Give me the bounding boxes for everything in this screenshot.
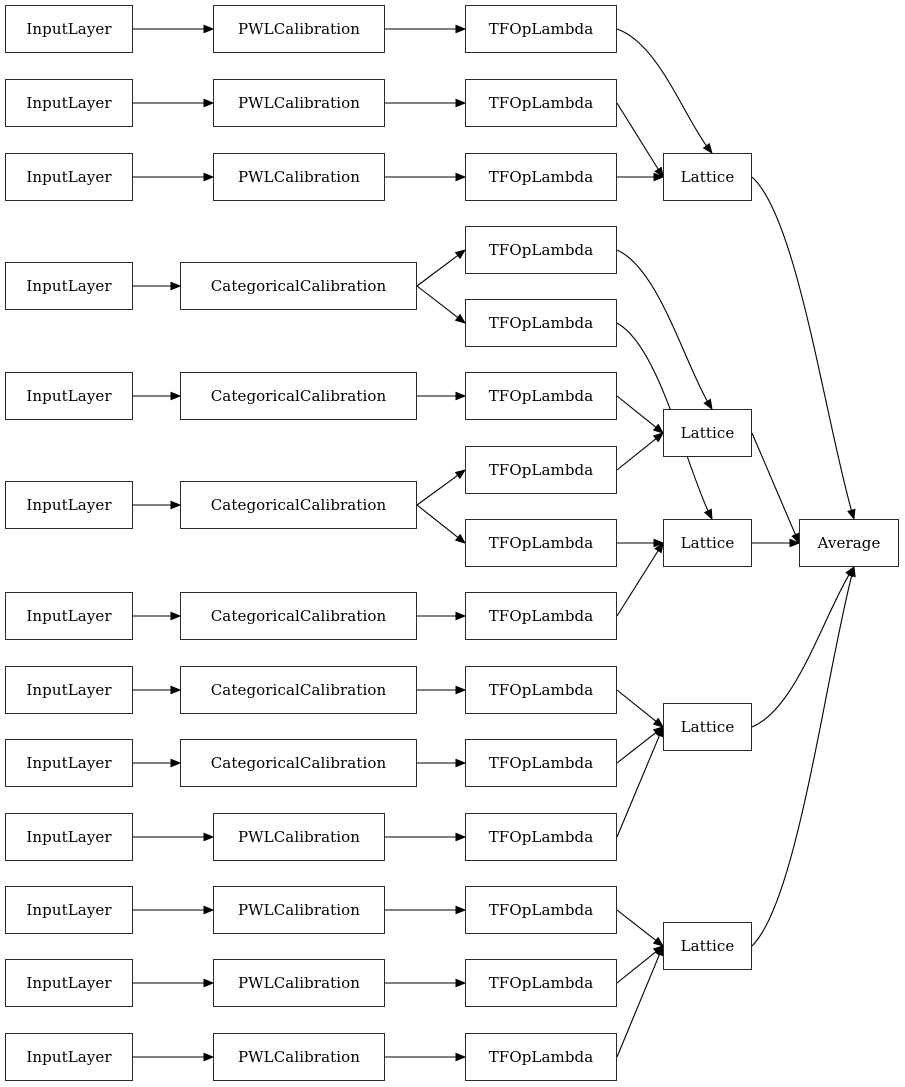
graph-node-in13[interactable]: InputLayer	[5, 1033, 133, 1081]
graph-node-cal6[interactable]: CategoricalCalibration	[180, 481, 417, 529]
graph-node-tf15[interactable]: TFOpLambda	[465, 1033, 617, 1081]
graph-edge-in5-to-cal5	[133, 391, 182, 401]
graph-node-cal7[interactable]: CategoricalCalibration	[180, 592, 417, 640]
graph-node-in10[interactable]: InputLayer	[5, 813, 133, 861]
graph-edge-cal10-to-tf12	[385, 832, 467, 842]
graph-edge-in8-to-cal8	[133, 685, 182, 695]
graph-edge-tf2-to-lat1	[616, 102, 664, 179]
graph-node-tf12[interactable]: TFOpLambda	[465, 813, 617, 861]
graph-edge-tf13-to-lat5	[616, 909, 665, 947]
graph-edge-in9-to-cal9	[133, 758, 182, 768]
graph-edge-tf6-to-lat2	[616, 395, 665, 434]
graph-node-in4[interactable]: InputLayer	[5, 262, 133, 310]
graph-node-cal4[interactable]: CategoricalCalibration	[180, 262, 417, 310]
graph-edge-tf11-to-lat4	[616, 726, 665, 764]
graph-node-in3[interactable]: InputLayer	[5, 153, 133, 201]
graph-node-tf5[interactable]: TFOpLambda	[465, 299, 617, 347]
graph-node-cal1[interactable]: PWLCalibration	[213, 5, 385, 53]
graph-node-in9[interactable]: InputLayer	[5, 739, 133, 787]
graph-node-lat3[interactable]: Lattice	[663, 519, 752, 567]
graph-node-avg[interactable]: Average	[799, 519, 899, 567]
graph-edge-cal6-to-tf7	[416, 469, 467, 506]
graph-edge-cal4-to-tf5	[416, 285, 467, 324]
graph-node-tf14[interactable]: TFOpLambda	[465, 959, 617, 1007]
graph-edge-tf8-to-lat3	[617, 538, 665, 548]
graph-edge-cal9-to-tf11	[417, 758, 467, 768]
graph-node-in8[interactable]: InputLayer	[5, 666, 133, 714]
graph-node-cal2[interactable]: PWLCalibration	[213, 79, 385, 127]
graph-node-cal5[interactable]: CategoricalCalibration	[180, 372, 417, 420]
graph-edge-lat3-to-avg	[752, 538, 801, 548]
graph-node-tf9[interactable]: TFOpLambda	[465, 592, 617, 640]
graph-edge-in2-to-cal2	[133, 98, 215, 108]
graph-node-tf11[interactable]: TFOpLambda	[465, 739, 617, 787]
graph-node-cal12[interactable]: PWLCalibration	[213, 959, 385, 1007]
graph-edge-tf7-to-lat2	[616, 432, 665, 471]
graph-node-tf2[interactable]: TFOpLambda	[465, 79, 617, 127]
graph-edge-in6-to-cal6	[133, 500, 182, 510]
graph-edge-cal12-to-tf14	[385, 978, 467, 988]
graph-node-in7[interactable]: InputLayer	[5, 592, 133, 640]
graph-edge-tf10-to-lat4	[616, 689, 665, 728]
graph-node-tf8[interactable]: TFOpLambda	[465, 519, 617, 567]
graph-edge-tf9-to-lat3	[616, 541, 664, 617]
graph-node-in12[interactable]: InputLayer	[5, 959, 133, 1007]
graph-edge-lat1-to-avg	[751, 176, 856, 521]
graph-edge-tf1-to-lat1	[616, 28, 713, 155]
graph-edge-tf3-to-lat1	[617, 172, 665, 182]
graph-edge-in7-to-cal7	[133, 611, 182, 621]
graph-edge-lat5-to-avg	[751, 565, 856, 947]
graph-edge-cal2-to-tf2	[385, 98, 467, 108]
graph-edge-cal4-to-tf4	[416, 249, 467, 287]
graph-node-cal9[interactable]: CategoricalCalibration	[180, 739, 417, 787]
graph-edge-in11-to-cal11	[133, 905, 215, 915]
graph-edge-cal7-to-tf9	[417, 611, 467, 621]
graph-edge-cal5-to-tf6	[417, 391, 467, 401]
graph-edge-cal3-to-tf3	[385, 172, 467, 182]
graph-edge-cal6-to-tf8	[416, 504, 467, 544]
graph-edge-tf4-to-lat2	[616, 249, 713, 411]
graph-node-tf1[interactable]: TFOpLambda	[465, 5, 617, 53]
graph-node-tf10[interactable]: TFOpLambda	[465, 666, 617, 714]
graph-edge-in1-to-cal1	[133, 24, 215, 34]
graph-node-tf4[interactable]: TFOpLambda	[465, 226, 617, 274]
graph-node-cal13[interactable]: PWLCalibration	[213, 1033, 385, 1081]
graph-edge-lat4-to-avg	[751, 565, 855, 728]
graph-node-tf7[interactable]: TFOpLambda	[465, 446, 617, 494]
graph-node-cal10[interactable]: PWLCalibration	[213, 813, 385, 861]
graph-edge-lat2-to-avg	[751, 432, 800, 545]
graph-node-in2[interactable]: InputLayer	[5, 79, 133, 127]
graph-edge-tf14-to-lat5	[616, 945, 665, 984]
graph-node-lat4[interactable]: Lattice	[663, 703, 752, 751]
graph-edge-in4-to-cal4	[133, 281, 182, 291]
graph-edge-cal1-to-tf1	[385, 24, 467, 34]
graph-node-tf13[interactable]: TFOpLambda	[465, 886, 617, 934]
graph-edge-cal11-to-tf13	[385, 905, 467, 915]
graph-node-in1[interactable]: InputLayer	[5, 5, 133, 53]
graph-node-in6[interactable]: InputLayer	[5, 481, 133, 529]
graph-edge-in13-to-cal13	[133, 1052, 215, 1062]
graph-edge-in10-to-cal10	[133, 832, 215, 842]
graph-edge-tf15-to-lat5	[616, 944, 664, 1058]
graph-edge-cal8-to-tf10	[417, 685, 467, 695]
graph-edge-in12-to-cal12	[133, 978, 215, 988]
graph-node-cal8[interactable]: CategoricalCalibration	[180, 666, 417, 714]
graph-node-in11[interactable]: InputLayer	[5, 886, 133, 934]
graph-node-lat5[interactable]: Lattice	[663, 922, 752, 970]
graph-edge-cal13-to-tf15	[385, 1052, 467, 1062]
graph-node-lat2[interactable]: Lattice	[663, 409, 752, 457]
graph-node-tf3[interactable]: TFOpLambda	[465, 153, 617, 201]
graph-node-tf6[interactable]: TFOpLambda	[465, 372, 617, 420]
graph-node-in5[interactable]: InputLayer	[5, 372, 133, 420]
graph-edge-in3-to-cal3	[133, 172, 215, 182]
graph-edge-tf12-to-lat4	[616, 725, 664, 838]
graph-node-cal3[interactable]: PWLCalibration	[213, 153, 385, 201]
graph-node-lat1[interactable]: Lattice	[663, 153, 752, 201]
graph-node-cal11[interactable]: PWLCalibration	[213, 886, 385, 934]
